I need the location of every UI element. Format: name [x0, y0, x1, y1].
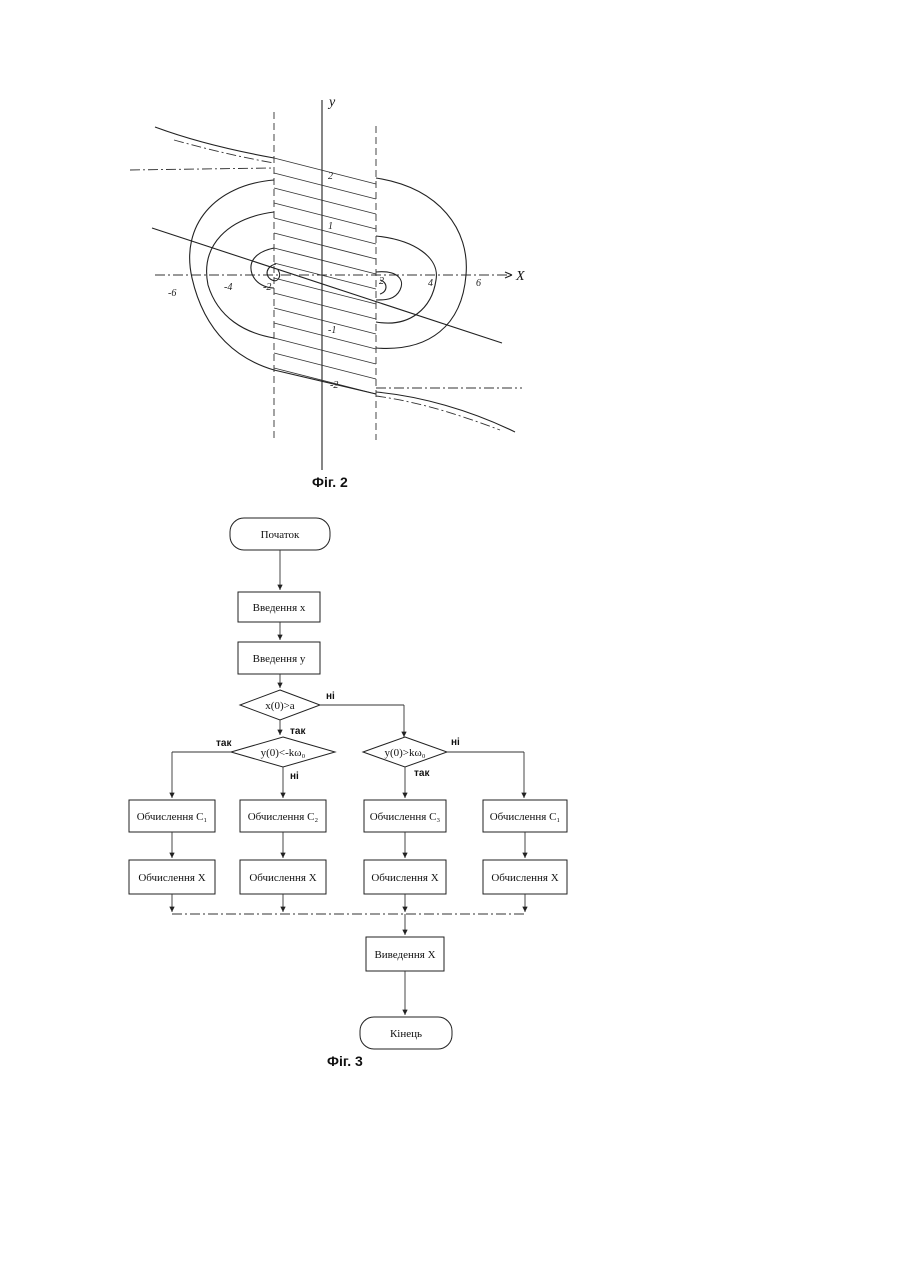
decision-1-no: ні	[326, 691, 335, 702]
calc-x-label-3: Обчислення X	[371, 872, 438, 884]
y-tick: -1	[328, 325, 336, 336]
calc-x-label-1: Обчислення X	[138, 872, 205, 884]
x-tick: -6	[168, 288, 176, 299]
end-label: Кінець	[390, 1028, 422, 1040]
trajectory-hatching	[274, 158, 376, 394]
start-label: Початок	[261, 529, 300, 541]
y-tick: 1	[328, 221, 333, 232]
x-tick: -4	[224, 282, 232, 293]
decision-2-no: ні	[290, 771, 299, 782]
x-tick: 4	[428, 278, 433, 289]
calc-c3-label: Обчислення C₃	[370, 811, 441, 823]
y-axis-label: y	[327, 95, 336, 110]
y-tick: 2	[328, 171, 333, 182]
calc-x-label-4: Обчислення X	[491, 872, 558, 884]
calc-x-label-2: Обчислення X	[249, 872, 316, 884]
decision-3-yes: так	[414, 768, 430, 779]
phase-portrait: X y	[130, 95, 525, 490]
figure-3-caption: Фіг. 3	[327, 1053, 363, 1069]
input-x-label: Введення x	[253, 602, 306, 614]
y-tick: -2	[330, 380, 338, 391]
x-tick: 6	[476, 278, 481, 289]
decision-1-yes: так	[290, 726, 306, 737]
decision-3-label: y(0)>kω₀	[384, 747, 425, 759]
input-y-label: Введення y	[253, 653, 306, 665]
figure-2-caption: Фіг. 2	[312, 474, 348, 490]
x-tick: -2	[263, 282, 271, 293]
switching-line	[152, 228, 502, 343]
x-tick: 2	[379, 276, 384, 287]
calc-c4-label: Обчислення C₁	[490, 811, 561, 823]
x-axis-label: X	[515, 269, 525, 284]
separatrices	[130, 127, 522, 432]
calc-c1-label: Обчислення C₁	[137, 811, 208, 823]
output-x-label: Виведення X	[374, 949, 435, 961]
decision-2-yes: так	[216, 738, 232, 749]
decision-1-label: x(0)>a	[265, 700, 295, 712]
decision-2-label: y(0)<-kω₀	[261, 747, 306, 759]
decision-3-no: ні	[451, 737, 460, 748]
flowchart: Початок Введення x Введення y x(0)>a ні …	[129, 518, 567, 1069]
calc-c2-label: Обчислення C₂	[248, 811, 319, 823]
